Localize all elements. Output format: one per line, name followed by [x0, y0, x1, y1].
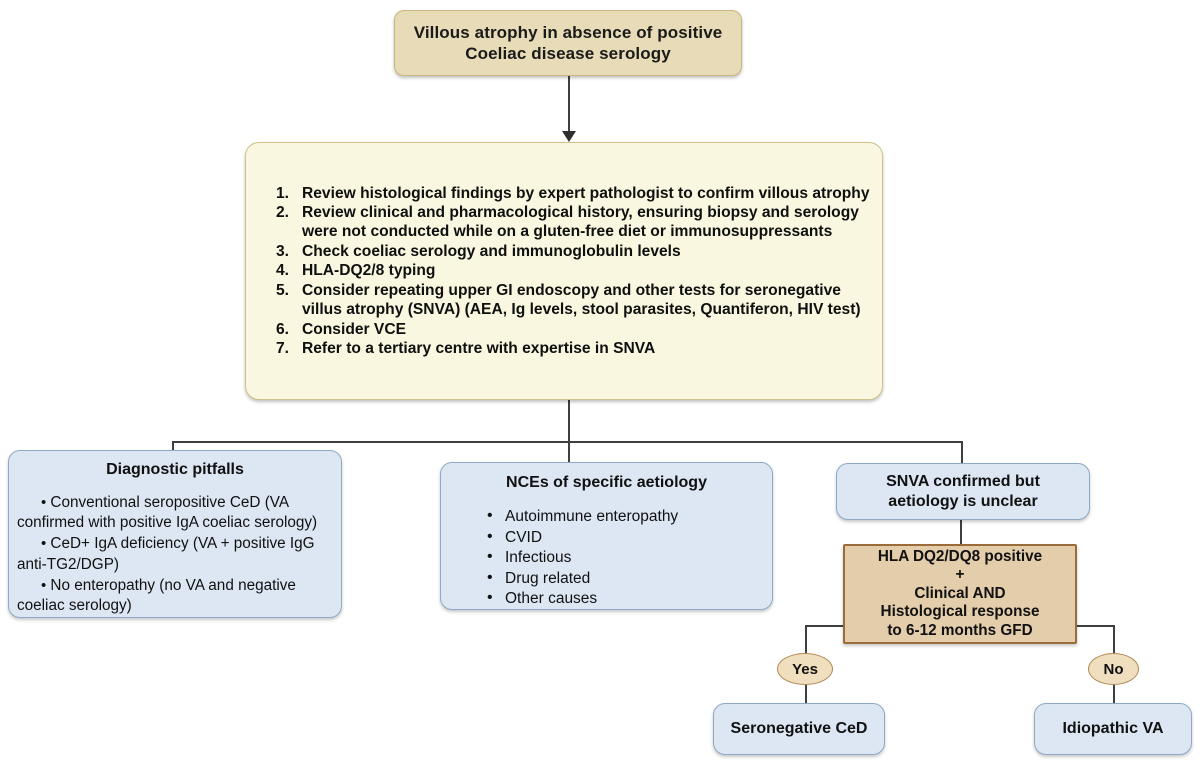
- root-line-2: Coeliac disease serology: [465, 44, 671, 63]
- workup-step: 7. Refer to a tertiary centre with expert…: [276, 339, 882, 358]
- no-label: No: [1103, 660, 1124, 678]
- step-text: HLA-DQ2/8 typing: [302, 262, 436, 280]
- workup-step: 3. Check coeliac serology and immunoglobu…: [276, 242, 882, 261]
- step-text: Consider repeating upper GI endoscopy an…: [302, 281, 861, 319]
- node-outcome-seronegative-ced[interactable]: Seronegative CeD: [713, 703, 885, 755]
- snva-line-1: SNVA confirmed but: [886, 472, 1040, 490]
- seronegative-ced-label: Seronegative CeD: [730, 720, 868, 737]
- pitfall-item: • Conventional seropositive CeD (VA conf…: [17, 493, 333, 533]
- pitfall-text: Conventional seropositive CeD (VA confir…: [17, 494, 318, 532]
- workup-step: 6. Consider VCE: [276, 320, 882, 339]
- root-line-1: Villous atrophy in absence of positive: [413, 23, 723, 42]
- snva-line-2: aetiology is unclear: [888, 492, 1038, 510]
- workup-step: 2. Review clinical and pharmacological hi…: [276, 203, 882, 242]
- nce-item: Other causes: [487, 588, 772, 610]
- hla-line-4: Histological response: [880, 603, 1040, 621]
- pitfall-text: CeD+ IgA deficiency (VA + positive IgG a…: [17, 535, 315, 573]
- connector-hla-branch-right: [1075, 625, 1114, 627]
- hla-line-3: Clinical AND: [914, 584, 1006, 602]
- node-root-villous-atrophy[interactable]: Villous atrophy in absence of positive C…: [394, 10, 742, 76]
- yes-label: Yes: [792, 660, 818, 678]
- step-text: Refer to a tertiary centre with expertis…: [302, 339, 656, 357]
- pitfall-text: No enteropathy (no VA and negative coeli…: [17, 576, 296, 615]
- connector-no-to-outcome: [1113, 684, 1115, 704]
- bullet-icon: •: [41, 494, 51, 511]
- step-number: 5.: [276, 281, 290, 299]
- nces-list: Autoimmune enteropathy CVID Infectious D…: [441, 506, 772, 610]
- step-number: 6.: [276, 320, 290, 338]
- connector-branch-to-no: [1113, 625, 1115, 653]
- step-text: Review clinical and pharmacological hist…: [302, 204, 859, 241]
- connector-bus-horizontal: [172, 441, 962, 443]
- node-nces-specific-aetiology[interactable]: NCEs of specific aetiology Autoimmune en…: [440, 462, 773, 610]
- step-text: Consider VCE: [302, 320, 406, 338]
- hla-line-5: to 6-12 months GFD: [887, 621, 1033, 639]
- node-diagnostic-pitfalls[interactable]: Diagnostic pitfalls • Conventional serop…: [8, 450, 342, 618]
- node-decision-no[interactable]: No: [1088, 653, 1139, 685]
- nce-item: Drug related: [487, 568, 772, 590]
- workup-step: 5. Consider repeating upper GI endoscopy …: [276, 281, 882, 320]
- connector-snva-to-hla: [960, 520, 962, 544]
- connector-bus-to-nces: [568, 441, 570, 463]
- workup-step: 4. HLA-DQ2/8 typing: [276, 261, 882, 280]
- connector-workup-to-bus: [568, 400, 570, 442]
- workup-step-list: 1. Review histological findings by expert…: [276, 184, 882, 359]
- step-number: 1.: [276, 184, 290, 202]
- pitfall-item: • No enteropathy (no VA and negative coe…: [17, 576, 333, 616]
- node-decision-yes[interactable]: Yes: [777, 653, 833, 685]
- node-snva-confirmed[interactable]: SNVA confirmed but aetiology is unclear: [836, 463, 1090, 520]
- node-workup-steps[interactable]: 1. Review histological findings by expert…: [245, 142, 883, 400]
- step-number: 3.: [276, 242, 290, 260]
- arrowhead-root-to-workup: [561, 131, 576, 142]
- nces-heading: NCEs of specific aetiology: [506, 474, 707, 491]
- step-text: Check coeliac serology and immunoglobuli…: [302, 242, 681, 260]
- nce-item: Infectious: [487, 547, 772, 569]
- idiopathic-va-label: Idiopathic VA: [1062, 720, 1164, 737]
- bullet-icon: •: [41, 576, 51, 594]
- node-hla-dq2-dq8-criteria[interactable]: HLA DQ2/DQ8 positive + Clinical AND Hist…: [843, 544, 1077, 644]
- bullet-icon: •: [41, 535, 51, 553]
- pitfall-item: • CeD+ IgA deficiency (VA + positive IgG…: [17, 534, 333, 574]
- node-outcome-idiopathic-va[interactable]: Idiopathic VA: [1034, 703, 1192, 755]
- connector-yes-to-outcome: [805, 684, 807, 704]
- step-number: 4.: [276, 262, 290, 280]
- connector-branch-to-yes: [805, 625, 807, 653]
- connector-hla-branch-left: [805, 625, 845, 627]
- connector-bus-to-snva: [961, 441, 963, 463]
- nce-item: Autoimmune enteropathy: [487, 506, 772, 528]
- pitfalls-list: • Conventional seropositive CeD (VA conf…: [9, 493, 341, 617]
- step-text: Review histological findings by expert p…: [302, 184, 870, 202]
- connector-bus-to-pitfalls: [172, 441, 174, 453]
- connector-root-to-workup: [568, 76, 570, 138]
- nce-item: CVID: [487, 527, 772, 549]
- pitfalls-heading: Diagnostic pitfalls: [106, 461, 244, 478]
- hla-line-1: HLA DQ2/DQ8 positive: [877, 547, 1043, 565]
- step-number: 2.: [276, 204, 290, 222]
- hla-line-2: +: [955, 566, 965, 584]
- step-number: 7.: [276, 339, 290, 357]
- workup-step: 1. Review histological findings by expert…: [276, 184, 882, 203]
